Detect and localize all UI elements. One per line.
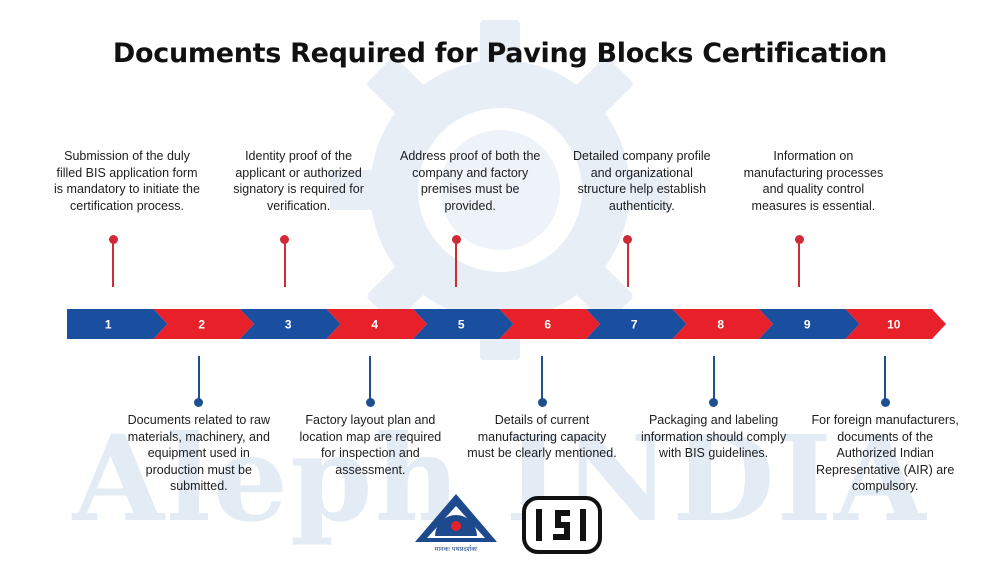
page-title: Documents Required for Paving Blocks Cer… xyxy=(112,38,888,69)
bis-logo-caption: मानकः पथप्रदर्शकः xyxy=(434,546,478,553)
connector-line xyxy=(626,240,629,287)
timeline-arrow-segment xyxy=(326,309,427,339)
timeline-arrow-segment xyxy=(672,309,773,339)
connector-dot xyxy=(623,235,633,244)
step-number: 9 xyxy=(804,318,811,332)
step-number: 10 xyxy=(887,318,901,332)
connector-dot xyxy=(280,235,290,244)
connector-dot xyxy=(880,398,890,407)
step-description: Submission of the duly filled BIS applic… xyxy=(54,149,200,213)
step-description: Identity proof of the applicant or autho… xyxy=(233,149,364,213)
connector-dot xyxy=(709,398,719,407)
connector-line xyxy=(112,240,114,287)
step-description: Information on manufacturing processes a… xyxy=(743,149,884,213)
timeline-arrow-segment xyxy=(759,309,860,339)
timeline-arrow-segment xyxy=(499,309,600,339)
bis-logo-icon xyxy=(415,494,497,542)
connector-line xyxy=(541,356,543,402)
timeline-arrow-segment xyxy=(240,309,341,339)
connector-line xyxy=(455,240,458,287)
step-description: Address proof of both the company and fa… xyxy=(400,149,541,213)
step-description: Detailed company profile and organizatio… xyxy=(573,149,711,213)
step-number: 3 xyxy=(285,318,292,332)
connector-line xyxy=(712,356,715,402)
step-number: 1 xyxy=(105,318,112,332)
step-description: Factory layout plan and location map are… xyxy=(299,413,442,477)
step-number: 8 xyxy=(717,318,724,332)
step-description: Packaging and labeling information shoul… xyxy=(640,413,787,461)
timeline-arrow-segment xyxy=(67,309,168,339)
timeline-arrow-segment xyxy=(845,309,946,339)
step-number: 4 xyxy=(371,318,378,332)
connector-dot xyxy=(537,398,547,407)
connector-dot xyxy=(365,398,375,407)
connector-dot xyxy=(451,235,461,244)
connector-dot xyxy=(108,235,118,244)
step-description: For foreign manufacturers, documents of … xyxy=(811,413,959,494)
step-number: 2 xyxy=(198,318,205,332)
gear-watermark-icon xyxy=(330,20,670,360)
step-description: Details of current manufacturing capacit… xyxy=(467,413,617,461)
watermark-text: Aleph INDIA xyxy=(72,409,928,548)
step-number: 5 xyxy=(458,318,465,332)
step-number: 6 xyxy=(544,318,551,332)
connector-line xyxy=(197,356,200,402)
isi-logo-icon xyxy=(522,496,602,554)
connector-line xyxy=(283,240,286,287)
step-number: 7 xyxy=(631,318,638,332)
step-description: Documents related to raw materials, mach… xyxy=(127,413,271,494)
connector-line xyxy=(884,356,887,402)
connector-dot xyxy=(794,235,804,244)
timeline-arrow-segment xyxy=(413,309,514,339)
connector-line xyxy=(369,356,372,402)
timeline-arrow-segment xyxy=(153,309,254,339)
connector-line xyxy=(798,240,801,287)
timeline-arrow-segment xyxy=(586,309,687,339)
connector-dot xyxy=(194,398,204,407)
